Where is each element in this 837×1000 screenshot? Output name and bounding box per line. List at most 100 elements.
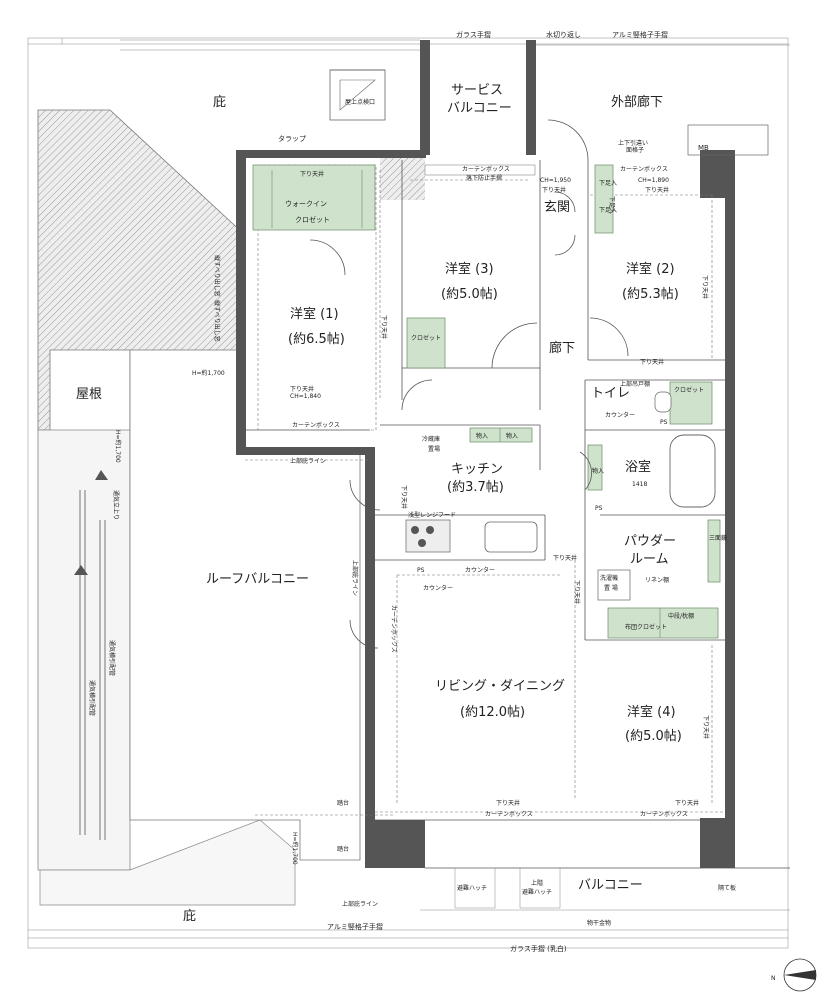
lowered-ceiling-label-kitchen: 下り天井 bbox=[553, 554, 577, 562]
ch-1890-label: CH=1,890 bbox=[638, 177, 669, 184]
burner-icon bbox=[418, 539, 426, 547]
western-room-2-label: 洋室 (2) bbox=[626, 261, 675, 277]
living-dining-label: リビング・ダイニング bbox=[435, 679, 565, 694]
lowered-ceiling-vertical-kitchen: 下り天井 bbox=[400, 485, 408, 509]
curtain-box-label-1: カーテンボックス bbox=[462, 165, 510, 173]
counter-label-2: カウンター bbox=[423, 584, 453, 592]
upper-eaves-line-label-1: 上部庇ライン bbox=[290, 457, 326, 465]
burner-icon bbox=[411, 526, 419, 534]
toilet-label: トイレ bbox=[591, 386, 630, 401]
western-room-3-size: (約5.0帖) bbox=[441, 287, 498, 302]
kitchen-size: (約3.7帖) bbox=[447, 480, 504, 495]
skylight-label-2: 縦すべり出し窓 bbox=[213, 300, 221, 342]
north-label: N bbox=[771, 975, 776, 982]
bath-label: 浴室 bbox=[625, 459, 651, 475]
futon-closet-label: 布団クロゼット bbox=[625, 623, 667, 631]
h-1700-label-2: H=約1,700 bbox=[114, 430, 122, 463]
lowered-ceiling-label-hall: 下り天井 bbox=[640, 358, 664, 366]
fixtures bbox=[405, 164, 716, 601]
ch-1950-label: CH=1,950 bbox=[540, 177, 571, 184]
shelf-pole-label: 中段/枕棚 bbox=[668, 612, 694, 620]
fall-prevention-label: 落下防止手摺 bbox=[466, 174, 502, 182]
western-room-4-size: (約5.0帖) bbox=[625, 729, 682, 744]
curtain-box-label-2: カーテンボックス bbox=[620, 165, 668, 173]
lowered-ceiling-label-r1: 下り天井 bbox=[290, 385, 314, 393]
ps-label-3: PS bbox=[417, 567, 425, 574]
glass-rail-bottom-label: ガラス手摺 (乳白) bbox=[510, 944, 567, 953]
ch-1840-label: CH=1,840 bbox=[290, 393, 321, 400]
external-corridor-label: 外部廊下 bbox=[611, 94, 663, 110]
shoe-box-label-1: 下足入 bbox=[599, 180, 617, 187]
curtain-box-label-vertical: カーテンボックス bbox=[390, 605, 398, 653]
eaves-top-label: 庇 bbox=[213, 95, 226, 110]
top-lines bbox=[120, 39, 790, 156]
western-room-1-label: 洋室 (1) bbox=[290, 306, 339, 322]
vent-pipe-label-1: 通気横引配管 bbox=[108, 640, 116, 676]
storage-label-3: 物入 bbox=[592, 467, 604, 475]
western-room-2-size: (約5.3帖) bbox=[622, 287, 679, 302]
lowered-ceiling-label-entry: 下り天井 bbox=[542, 186, 566, 194]
western-room-1-size: (約6.5帖) bbox=[288, 332, 345, 347]
h-1700-label-3: H=約1,700 bbox=[291, 832, 299, 865]
fridge-label-2: 置場 bbox=[428, 445, 440, 453]
upper-evac-hatch-label-2: 避難ハッチ bbox=[522, 888, 552, 896]
bathtub bbox=[669, 434, 716, 508]
washer bbox=[597, 569, 631, 601]
fridge-label-1: 冷蔵庫 bbox=[422, 435, 440, 443]
upper-hanging-label: 上下引違い bbox=[618, 139, 648, 147]
closet-label-r2: クロゼット bbox=[674, 386, 704, 394]
western-room-4-label: 洋室 (4) bbox=[627, 704, 676, 720]
trap-label: タラップ bbox=[278, 134, 306, 143]
pedestal-label-2: 踏台 bbox=[337, 845, 349, 853]
eaves-bottom-label: 庇 bbox=[183, 909, 196, 924]
upper-eaves-line-label-2: 上部庇ライン bbox=[342, 900, 378, 908]
mb-label: MB bbox=[698, 144, 709, 152]
lowered-ceiling-label-wic: 下り天井 bbox=[300, 170, 324, 178]
lowered-ceiling-vertical-r4: 下り天井 bbox=[702, 715, 710, 739]
linen-label: リネン棚 bbox=[645, 576, 669, 584]
curtain-box-label-ld: カーテンボックス bbox=[485, 810, 533, 818]
mirror-label: 三面鏡 bbox=[709, 534, 727, 542]
toilet-bowl bbox=[654, 391, 672, 413]
roof-hatch-label: 屋上点検口 bbox=[345, 98, 375, 106]
balcony-label: バルコニー bbox=[578, 878, 643, 893]
aluminum-rail-bottom-label: アルミ竪格子手摺 bbox=[327, 922, 383, 931]
curtain-box-label-r1: カーテンボックス bbox=[292, 421, 340, 429]
ceiling-dashes bbox=[245, 164, 713, 816]
ps-label-1: PS bbox=[660, 419, 668, 426]
lowered-ceiling-label-r2: 下り天井 bbox=[645, 186, 669, 194]
vent-pipe-label-2: 通気横引配管 bbox=[88, 680, 96, 716]
counter-label-kitchen: カウンター bbox=[465, 566, 495, 574]
western-room-3-label: 洋室 (3) bbox=[445, 261, 494, 277]
lowered-ceiling-vertical-r2: 下り天井 bbox=[701, 275, 709, 299]
glass-rail-top-label: ガラス手摺 bbox=[456, 30, 491, 39]
cooktop bbox=[405, 519, 451, 553]
shoe-box-vertical: 下足入 bbox=[608, 196, 615, 214]
north-arrow bbox=[783, 958, 817, 992]
upper-hanging-label-2: 面格子 bbox=[626, 146, 644, 154]
skylight-label-1: 縦すべり出し窓 bbox=[213, 255, 221, 297]
evac-hatch-label: 避難ハッチ bbox=[457, 884, 487, 892]
storage-label-2: 物入 bbox=[506, 432, 518, 440]
eaves-bottom-left bbox=[39, 819, 296, 906]
aluminum-rail-top-label: アルミ竪格子手摺 bbox=[612, 30, 668, 39]
h-1700-label-1: H=約1,700 bbox=[192, 369, 225, 377]
service-balcony-label-1: サービス bbox=[451, 83, 503, 98]
outer-lines bbox=[27, 37, 789, 949]
pedestal-label-1: 踏台 bbox=[337, 799, 349, 807]
vent-pipes bbox=[74, 470, 108, 840]
dish-range-label: 浅型レンジフード bbox=[408, 511, 456, 519]
upper-evac-hatch-label-1: 上階 bbox=[531, 879, 543, 887]
kitchen-sink bbox=[484, 521, 538, 553]
closet-label-r3: クロゼット bbox=[411, 334, 441, 342]
upper-storage-label: 上部吊戸棚 bbox=[620, 380, 650, 388]
bath-size: 1418 bbox=[632, 481, 647, 488]
washer-label-1: 洗濯機 bbox=[600, 574, 618, 582]
drying-hardware-label: 物干金物 bbox=[587, 919, 611, 927]
lowered-ceiling-vertical-ld: 下り天井 bbox=[573, 580, 581, 604]
living-dining-size: (約12.0帖) bbox=[460, 705, 525, 720]
walk-in-closet-label-1: ウォークイン bbox=[285, 200, 327, 208]
shoe-box-label-2: 下足入 bbox=[599, 207, 617, 214]
ps-label-2: PS bbox=[595, 505, 603, 512]
